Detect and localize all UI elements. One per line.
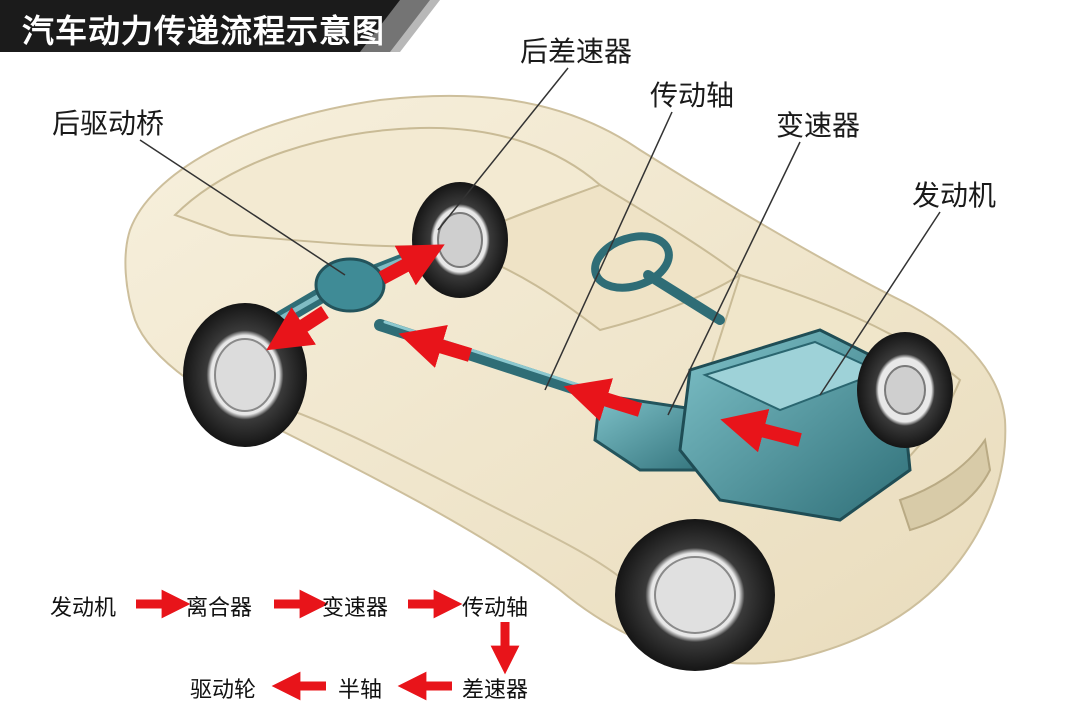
flow-step-clutch: 离合器 <box>186 596 253 621</box>
label-rear-diff: 后差速器 <box>520 35 633 68</box>
label-rear-axle: 后驱动桥 <box>52 107 165 140</box>
rear-diff-housing <box>314 257 386 313</box>
engine-leader <box>819 211 941 396</box>
front-left-wheel <box>615 519 775 671</box>
flow-step-gearbox: 变速器 <box>322 596 389 621</box>
label-engine: 发动机 <box>912 179 997 212</box>
gearbox-leader <box>667 141 801 416</box>
car-door-line <box>259 399 631 586</box>
rear-right-wheel <box>412 182 508 298</box>
rear-diff-flow-arrow <box>378 244 445 286</box>
steering-wheel <box>591 232 673 292</box>
label-drive-shaft: 传动轴 <box>650 79 735 112</box>
flow-step-half-shaft: 半轴 <box>338 678 383 703</box>
engine-flow-arrow <box>720 408 802 453</box>
front-right-wheel <box>857 332 953 448</box>
rear-axle-flow-arrow <box>266 306 329 351</box>
car-grille <box>898 437 992 532</box>
steering-column <box>643 270 725 325</box>
rear-axle-leader <box>139 139 346 276</box>
rear-diff-leader <box>437 67 569 231</box>
gearbox-flow-arrow <box>563 378 643 422</box>
label-gearbox: 变速器 <box>776 109 861 142</box>
flow-step-differential: 差速器 <box>462 678 529 703</box>
flow-step-engine: 发动机 <box>50 596 117 621</box>
diagram-title: 汽车动力传递流程示意图 <box>22 12 386 50</box>
title-banner <box>0 0 440 52</box>
drive-shaft-leader <box>544 111 673 391</box>
shaft-flow-arrow <box>398 324 473 368</box>
rear-left-wheel <box>183 303 307 447</box>
flow-step-drive-shaft: 传动轴 <box>462 596 529 621</box>
flow-step-drive-wheel: 驱动轮 <box>190 678 257 703</box>
